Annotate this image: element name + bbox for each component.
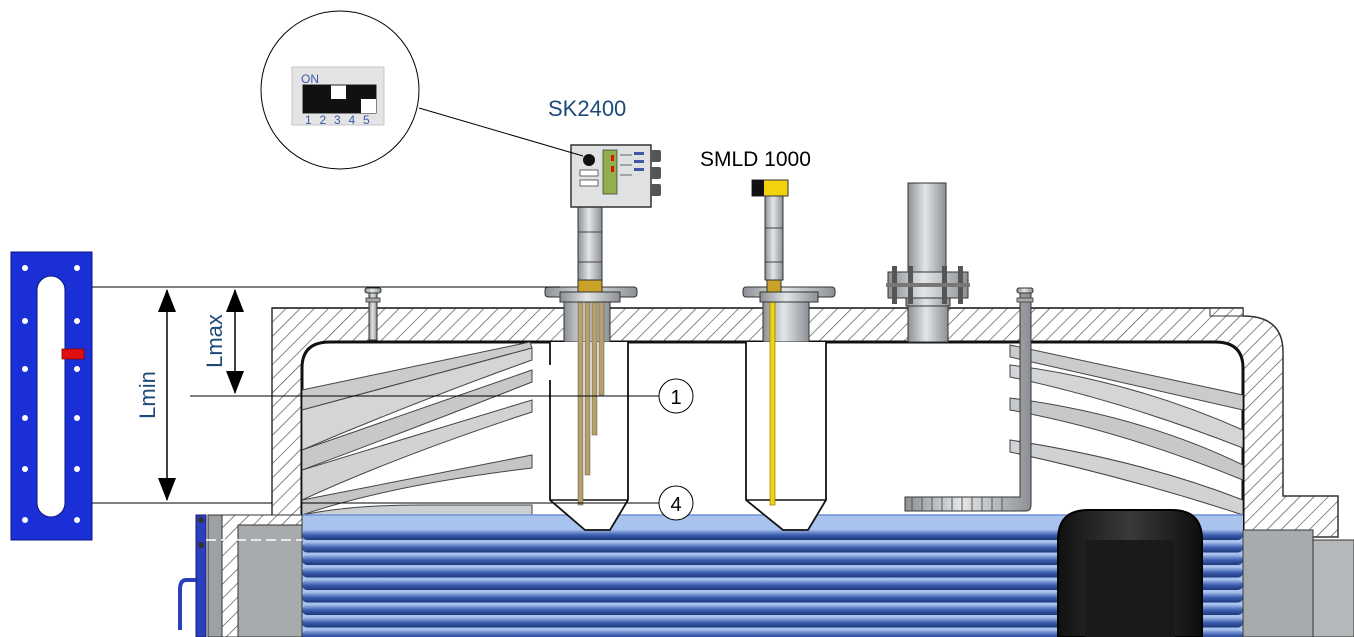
fire-tube [302,542,1243,553]
protection-tube-smld1000 [745,342,827,531]
sight-glass-gauge[interactable] [10,251,93,541]
gauge-level-indicator [61,348,85,360]
steam-nozzle [886,182,970,307]
dip-switch-blocks [302,84,377,114]
smld1000-probe [742,179,836,506]
dimension-lines [92,286,660,504]
smld1000-label: SMLD 1000 [700,148,811,171]
marker-1: 1 [658,378,694,414]
lmin-label: Lmin [135,371,160,419]
fire-tube [302,567,1243,578]
dip-switch-number: 4 [349,113,356,127]
water-region [302,515,1243,637]
fire-tube [302,580,1243,590]
sk2400-label: SK2400 [548,96,626,121]
fire-tube [302,617,1243,628]
fire-tube [302,555,1243,565]
sk2400-mounting [544,206,638,303]
dip-switch-number: 3 [334,113,341,127]
fire-tube [302,530,1243,540]
baffle-right [1009,344,1243,516]
dip-on-label: ON [301,72,319,86]
sk2400-dip-switch [583,154,595,166]
dip-switch-number: 5 [363,113,370,127]
dip-switch-number: 1 [305,113,312,127]
fire-tube [302,605,1243,615]
front-end-left [178,514,303,637]
baffle-left [302,342,533,516]
marker-4: 4 [658,485,694,521]
furnace-inner [1085,540,1175,637]
svg-text:1: 1 [670,387,681,409]
rear-end-right [1242,529,1354,637]
fire-tube [302,592,1243,603]
dip-switch-number: 2 [320,113,327,127]
vent-left [364,287,382,341]
lmax-label: Lmax [202,314,227,368]
fire-tube [302,630,1243,637]
svg-text:4: 4 [670,494,681,516]
vent-right-pipe [904,287,1034,512]
tube-bundle [302,530,1243,637]
sk2400-housing [570,144,661,208]
